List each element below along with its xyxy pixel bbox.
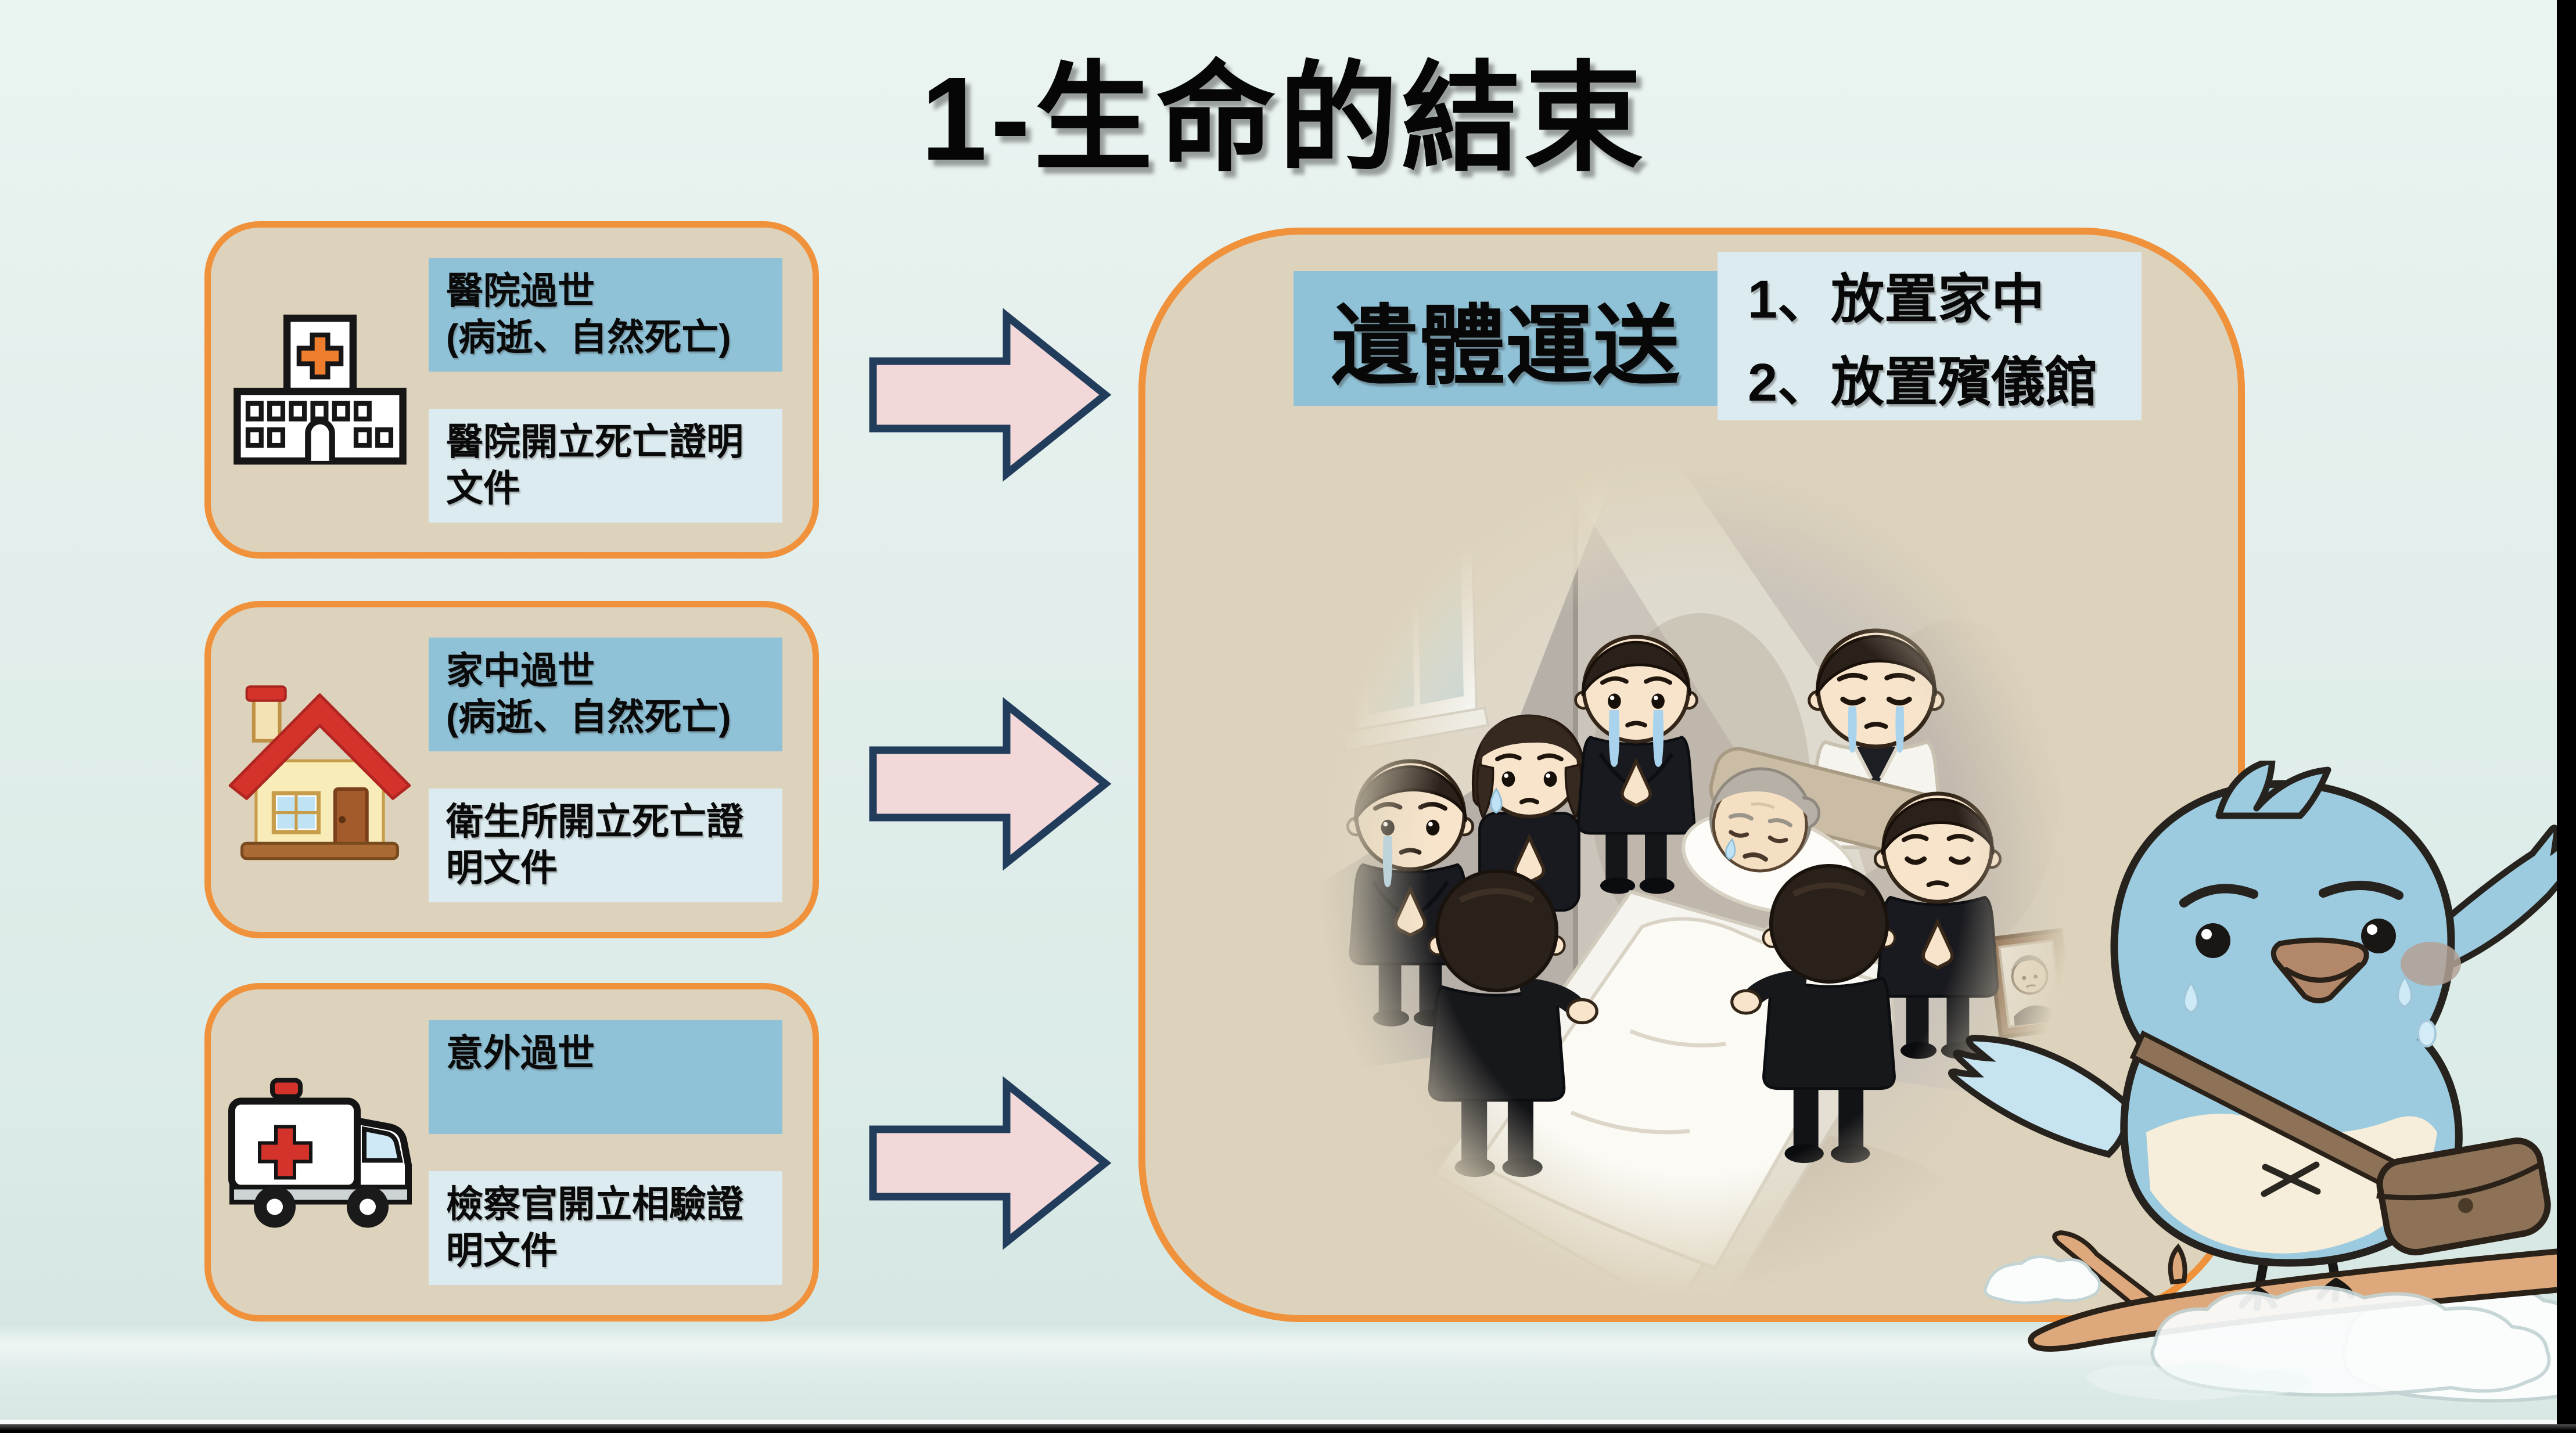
card-hospital-death: 醫院過世 (病逝、自然死亡) 醫院開立死亡證明文件 — [204, 221, 819, 559]
card-accident-label-line1: 意外過世 — [446, 1032, 595, 1074]
arrow-right-icon — [869, 697, 1112, 871]
card-home-label-line2: (病逝、自然死亡) — [446, 696, 731, 738]
arrow-right-icon — [869, 1076, 1112, 1250]
panel-heading: 遺體運送 — [1294, 271, 1718, 406]
card-home-death: 家中過世 (病逝、自然死亡) 衛生所開立死亡證明文件 — [204, 601, 819, 938]
card-accident-texts: 意外過世 檢察官開立相驗證明文件 — [429, 1020, 813, 1285]
card-hospital-label-line1: 醫院過世 — [446, 269, 595, 312]
card-hospital-document: 醫院開立死亡證明文件 — [429, 408, 782, 523]
crying-bird-illustration — [1948, 761, 2576, 1403]
hospital-icon — [211, 312, 429, 469]
mourning-scene-illustration — [1305, 462, 2086, 1315]
arrow-right-icon — [869, 308, 1112, 482]
card-home-label: 家中過世 (病逝、自然死亡) — [429, 637, 782, 751]
card-hospital-texts: 醫院過世 (病逝、自然死亡) 醫院開立死亡證明文件 — [429, 257, 813, 523]
card-accident-death: 意外過世 檢察官開立相驗證明文件 — [204, 983, 819, 1322]
screen-edge-bar-right — [2557, 0, 2576, 1433]
card-accident-label: 意外過世 — [429, 1020, 782, 1134]
panel-options: 1、放置家中 2、放置殯儀館 — [1718, 252, 2142, 420]
body-transport-panel: 遺體運送 1、放置家中 2、放置殯儀館 — [1138, 228, 2245, 1322]
card-home-label-line1: 家中過世 — [446, 649, 595, 692]
satchel-bag — [2376, 1137, 2551, 1256]
screen-edge-bar-bottom — [0, 1424, 2576, 1433]
card-hospital-label-line2: (病逝、自然死亡) — [446, 316, 731, 358]
panel-option-1: 1、放置家中 — [1748, 270, 2045, 329]
card-home-document: 衛生所開立死亡證明文件 — [429, 788, 782, 902]
house-icon — [211, 672, 429, 867]
bottom-hairline — [0, 1420, 2576, 1424]
page-title: 1-生命的結束 — [921, 52, 1647, 185]
card-home-texts: 家中過世 (病逝、自然死亡) 衛生所開立死亡證明文件 — [429, 637, 813, 902]
ambulance-icon — [211, 1070, 429, 1235]
card-hospital-label: 醫院過世 (病逝、自然死亡) — [429, 257, 782, 372]
card-accident-document: 檢察官開立相驗證明文件 — [429, 1171, 782, 1285]
panel-option-2: 2、放置殯儀館 — [1748, 353, 2099, 412]
